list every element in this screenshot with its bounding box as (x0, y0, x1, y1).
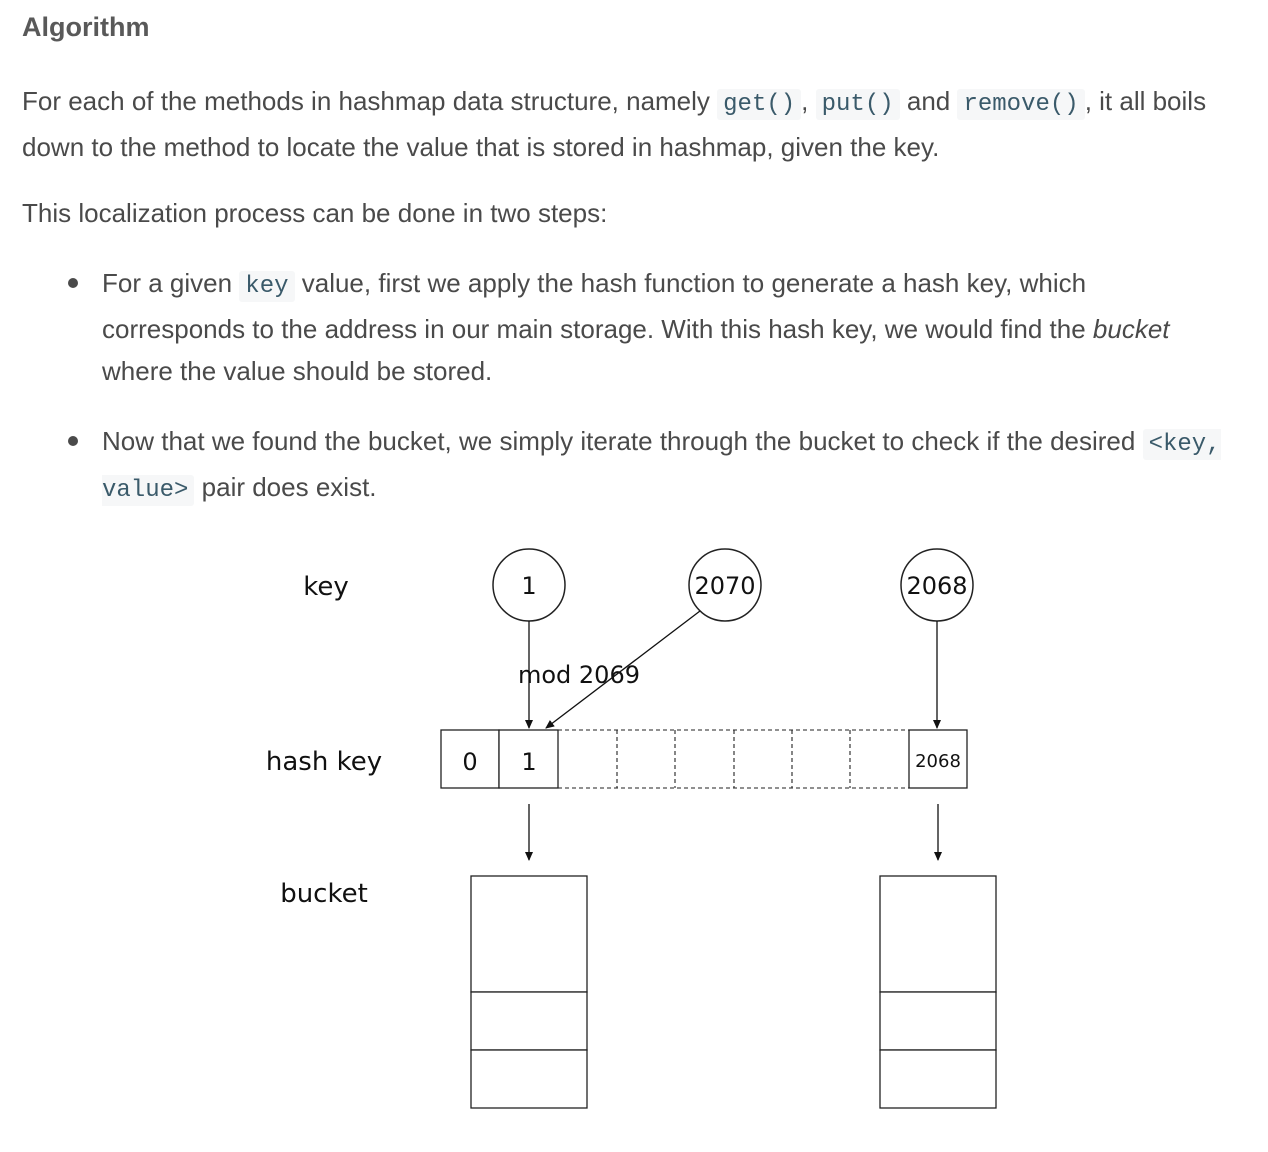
row-label-bucket: bucket (280, 879, 368, 909)
steps-list: For a given key value, first we apply th… (22, 262, 1222, 540)
key-node-2070-label: 2070 (694, 572, 755, 600)
step1-emphasis: bucket (1092, 314, 1170, 344)
code-get: get() (717, 89, 802, 120)
hash-cell-0-label: 0 (462, 748, 477, 776)
code-key: key (239, 271, 295, 302)
code-remove: remove() (957, 89, 1085, 120)
step1-text-middle: value, first we apply the hash function … (102, 268, 1093, 344)
step2-text-start: Now that we found the bucket, we simply … (102, 426, 1143, 456)
list-item: Now that we found the bucket, we simply … (22, 420, 1222, 512)
steps-intro-paragraph: This localization process can be done in… (22, 198, 608, 228)
step1-text-end: where the value should be stored. (102, 356, 493, 386)
section-heading: Algorithm (22, 12, 150, 42)
hash-cell-1-label: 1 (521, 748, 536, 776)
intro-and: and (899, 86, 958, 116)
key-node-2070 (688, 548, 762, 622)
bullet-icon (68, 278, 78, 288)
row-label-key: key (303, 572, 349, 602)
code-put: put() (815, 89, 900, 120)
hash-cell-2068-label: 2068 (915, 751, 961, 772)
bucket-2068 (879, 875, 997, 1109)
list-item: For a given key value, first we apply th… (22, 262, 1222, 392)
intro-paragraph: For each of the methods in hashmap data … (22, 80, 1247, 168)
hash-cells-dashed (558, 729, 909, 789)
bucket-1 (470, 875, 588, 1109)
mod-label: mod 2069 (518, 661, 640, 689)
hashmap-diagram: key hash key bucket 1 2070 2068 mod 2069… (266, 548, 997, 1109)
key-node-1-label: 1 (521, 572, 536, 600)
step1-text-start: For a given (102, 268, 240, 298)
arrow-2070-to-hash (545, 610, 701, 729)
hash-cell-1 (498, 729, 559, 789)
hash-cell-2068 (908, 729, 968, 789)
step2-text-end: pair does exist. (194, 472, 377, 502)
key-node-2068-label: 2068 (906, 572, 967, 600)
intro-text-end: , it all boils down to the method to loc… (22, 86, 1207, 162)
row-label-hash-key: hash key (266, 747, 382, 777)
bullet-icon (68, 436, 78, 446)
intro-sep: , (801, 86, 816, 116)
intro-text-start: For each of the methods in hashmap data … (22, 86, 718, 116)
